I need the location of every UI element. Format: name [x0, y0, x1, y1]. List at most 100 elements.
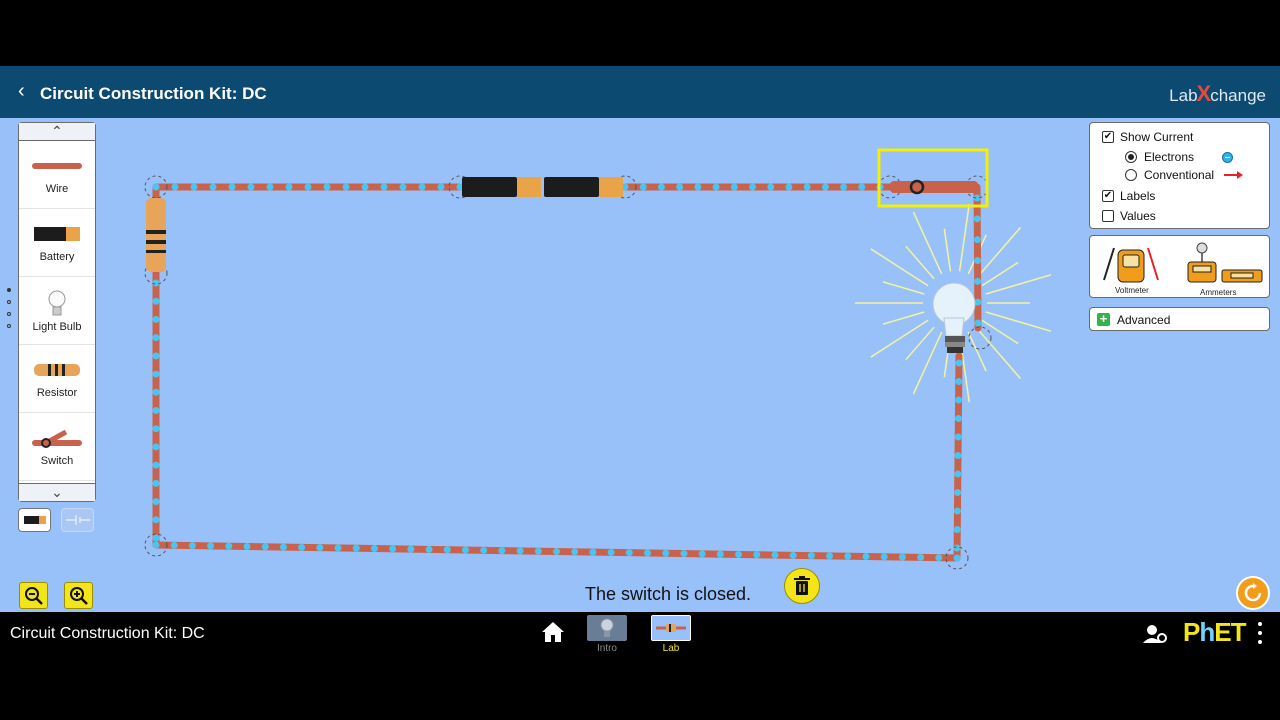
lifelike-view-button[interactable] [18, 508, 51, 532]
electron [821, 183, 829, 191]
resistor-component[interactable] [146, 198, 166, 272]
electron [152, 388, 160, 396]
home-icon[interactable] [541, 621, 565, 643]
glow-ray [912, 331, 943, 395]
switch-status-message: The switch is closed. [585, 584, 752, 604]
zoom-in-button[interactable] [64, 582, 93, 609]
wire-icon [32, 155, 82, 177]
voltmeter-tool[interactable]: Voltmeter [1100, 242, 1162, 296]
electron [716, 550, 724, 558]
electron [954, 433, 962, 441]
electron [425, 545, 433, 553]
electron [152, 498, 160, 506]
show-current-label: Show Current [1120, 130, 1194, 144]
ammeter-tool[interactable]: Ammeters [1176, 240, 1266, 297]
electron [753, 551, 761, 559]
trash-icon [794, 576, 810, 595]
electron [152, 315, 160, 323]
electron [935, 554, 943, 562]
electron [826, 552, 834, 560]
switch-component[interactable] [890, 179, 978, 195]
electron [152, 334, 160, 342]
toolbox-item-resistor[interactable]: Resistor [19, 345, 95, 413]
conventional-radio[interactable]: Conventional [1125, 168, 1244, 182]
toolbox-scroll-up-button[interactable]: ⌃ [19, 123, 95, 141]
vertex[interactable] [968, 326, 992, 350]
electrons-radio[interactable]: Electrons [1125, 150, 1234, 164]
logo-p: P [1183, 617, 1200, 647]
checkbox-checked-icon: ✔ [1102, 131, 1114, 143]
electron [152, 534, 160, 542]
wire-vertices[interactable] [144, 175, 992, 570]
phet-menu-icon[interactable] [1255, 622, 1265, 644]
reset-all-button[interactable] [1236, 576, 1270, 610]
toolbox-item-label: Battery [39, 250, 75, 263]
electron [152, 443, 160, 451]
electron [152, 297, 160, 305]
user-settings-icon[interactable] [1143, 624, 1167, 644]
glow-ray [912, 211, 943, 275]
glow-ray [967, 331, 987, 372]
phet-logo[interactable]: PhET [1183, 617, 1246, 648]
electron [917, 553, 925, 561]
component-toolbox: ⌃ Wire Battery Light Bulb Resistor Switc… [18, 122, 96, 502]
resistor-icon [32, 359, 82, 381]
sensor-toolbox: Voltmeter Ammeters [1089, 235, 1270, 298]
electron [152, 183, 160, 191]
electron [953, 507, 961, 515]
light-bulb-component[interactable] [932, 282, 976, 353]
play-area[interactable]: ⌃ Wire Battery Light Bulb Resistor Switc… [0, 118, 1280, 612]
logo-h: h [1199, 617, 1215, 647]
electron [456, 183, 464, 191]
vertex[interactable] [945, 546, 969, 570]
toolbox-item-battery[interactable]: Battery [19, 209, 95, 277]
toolbox-item-wire[interactable]: Wire [19, 141, 95, 209]
vertex[interactable] [144, 533, 168, 557]
screen-button-lab[interactable]: Lab [651, 615, 691, 654]
electron [954, 470, 962, 478]
electron [880, 553, 888, 561]
screen-button-intro[interactable]: Intro [587, 615, 627, 654]
light-bulb-icon [32, 289, 82, 319]
ammeters-label: Ammeters [1200, 288, 1237, 297]
schematic-view-button[interactable] [61, 508, 94, 532]
toolbox-item-light-bulb[interactable]: Light Bulb [19, 277, 95, 345]
toolbox-item-switch[interactable]: Switch [19, 413, 95, 481]
electron [898, 553, 906, 561]
electron [571, 548, 579, 556]
circuit-canvas[interactable] [0, 118, 1280, 612]
wire-segments[interactable] [152, 183, 982, 562]
vertex[interactable] [144, 261, 168, 285]
show-current-checkbox[interactable]: ✔ Show Current [1102, 130, 1193, 144]
electron [279, 543, 287, 551]
vertex[interactable] [613, 175, 637, 199]
electron [443, 546, 451, 554]
vertex[interactable] [144, 175, 168, 199]
advanced-accordion[interactable]: + Advanced [1089, 307, 1270, 331]
electron [228, 183, 236, 191]
toolbox-page-indicator [7, 288, 13, 336]
electron [304, 183, 312, 191]
checkbox-checked-icon: ✔ [1102, 190, 1114, 202]
glow-ray [870, 319, 929, 358]
toolbox-item-label: Resistor [36, 386, 78, 399]
expand-plus-icon: + [1097, 312, 1110, 326]
battery-component[interactable] [544, 177, 623, 197]
electron [767, 183, 775, 191]
zoom-out-button[interactable] [19, 582, 48, 609]
electron [152, 425, 160, 433]
electron [607, 548, 615, 556]
back-chevron-icon[interactable]: ‹ [18, 80, 25, 102]
delete-button[interactable] [784, 568, 820, 604]
battery-component[interactable] [462, 177, 541, 197]
glow-ray [882, 281, 925, 295]
values-checkbox[interactable]: Values [1102, 209, 1156, 223]
glow-ray [870, 248, 929, 287]
toolbox-scroll-down-button[interactable]: ⌄ [19, 483, 95, 501]
labels-checkbox[interactable]: ✔Labels [1102, 189, 1155, 203]
electron [399, 183, 407, 191]
electron [657, 183, 665, 191]
electron [247, 183, 255, 191]
electron [589, 548, 597, 556]
electron [534, 547, 542, 555]
